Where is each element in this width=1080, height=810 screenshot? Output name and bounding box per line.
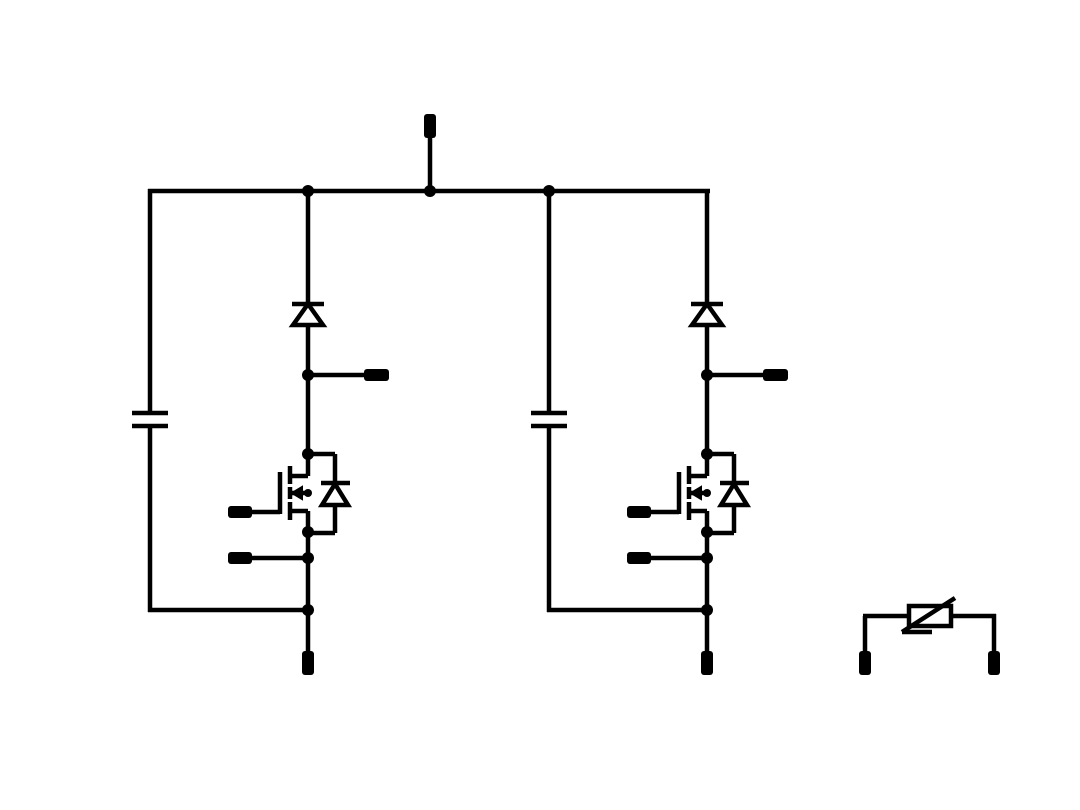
junction-left-top (302, 185, 314, 197)
right-cell (531, 185, 788, 675)
terminal-varistor-right[interactable] (988, 651, 1000, 675)
junction-right-cap-top (543, 185, 555, 197)
varistor-rv1 (862, 596, 997, 664)
right-capacitor-wire (546, 191, 708, 613)
junction-right-bottom (701, 604, 713, 616)
diode-d2 (687, 300, 727, 328)
capacitor-c1 (132, 410, 168, 429)
junction-top-bus-input (424, 185, 436, 197)
diode-d1 (288, 300, 328, 328)
junction-left-bottom (302, 604, 314, 616)
left-cell (132, 185, 389, 675)
terminal-left-cell-bottom[interactable] (302, 651, 314, 675)
terminal-right-cell-gate[interactable] (627, 506, 651, 518)
body-diode-q1 (308, 451, 353, 536)
terminal-left-cell-gate[interactable] (228, 506, 252, 518)
mosfet-q1 (248, 454, 312, 532)
left-capacitor-wire (147, 189, 309, 613)
terminal-left-cell-output[interactable] (364, 369, 389, 381)
terminal-varistor-left[interactable] (859, 651, 871, 675)
terminal-right-cell-source[interactable] (627, 552, 651, 564)
terminal-right-cell-bottom[interactable] (701, 651, 713, 675)
terminal-right-cell-output[interactable] (763, 369, 788, 381)
capacitor-c2 (531, 410, 567, 429)
terminal-top-input[interactable] (424, 114, 436, 138)
mosfet-q2 (647, 454, 711, 532)
body-diode-q2 (707, 451, 752, 536)
terminal-left-cell-source[interactable] (228, 552, 252, 564)
